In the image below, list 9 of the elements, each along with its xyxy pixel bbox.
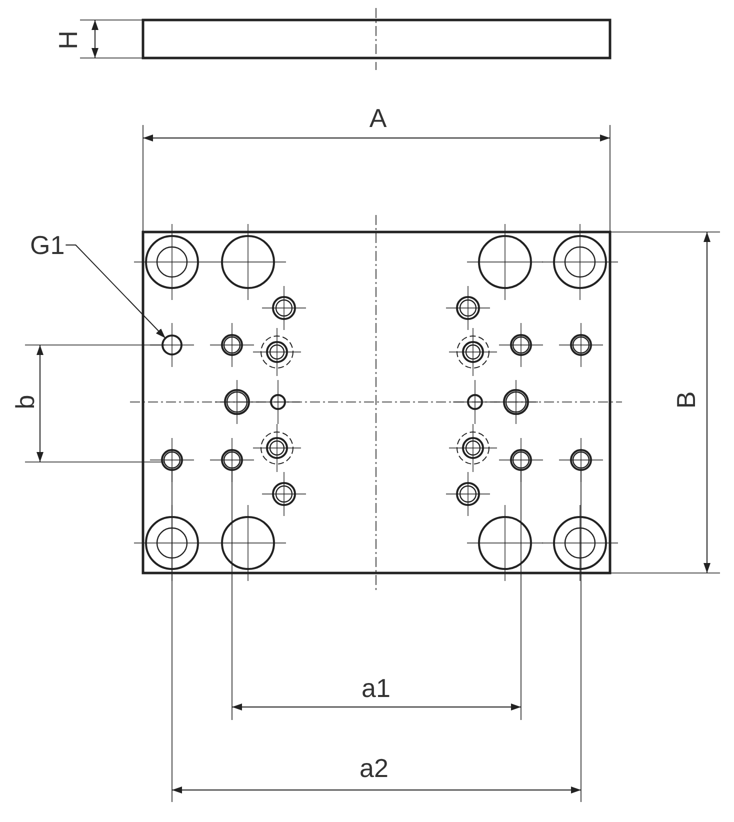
callout-label: G1 (30, 232, 65, 258)
leader-line (65, 244, 166, 339)
dimension-label: b (12, 394, 38, 410)
hole (162, 334, 182, 356)
dimension-label: H (55, 30, 81, 50)
dimension-label: B (673, 391, 699, 409)
dimension-label: a1 (362, 675, 390, 701)
dimension-label: A (369, 105, 387, 131)
dimension-label: a2 (360, 755, 388, 781)
